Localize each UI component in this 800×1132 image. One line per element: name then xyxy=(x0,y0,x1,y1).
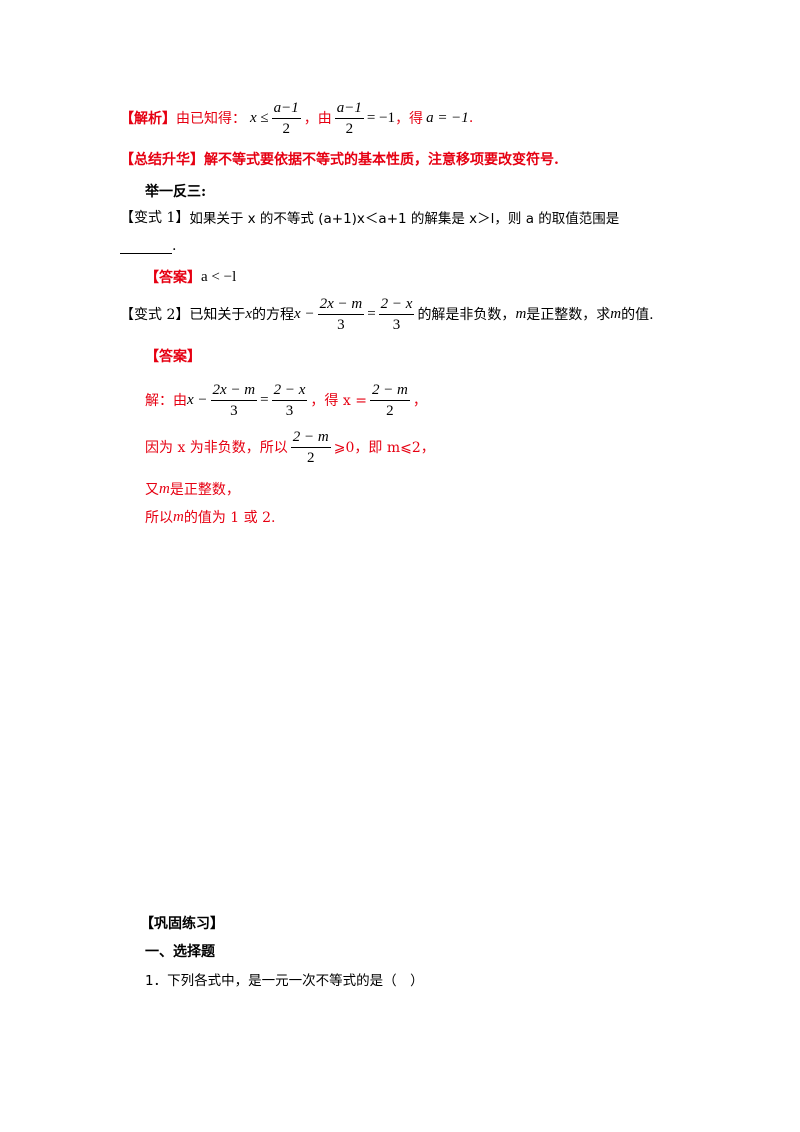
analysis-label: 【解析】 xyxy=(120,111,176,127)
analysis-text-3: ，得 xyxy=(395,111,424,127)
answer-1-line: 【答案】 a < −l xyxy=(145,266,236,288)
analysis-line: 【解析】 由已知得： x ≤ a−1 2 ，由 a−1 2 = −1 ，得 a … xyxy=(120,98,473,138)
solution-x-minus: x − xyxy=(187,391,208,408)
solution-fraction-c: 2 − m 2 xyxy=(369,381,410,420)
solution-fraction-c-numerator: 2 − m xyxy=(369,381,410,401)
solution-fraction-a: 2x − m 3 xyxy=(210,381,258,420)
analysis-fraction-1: a−1 2 xyxy=(271,99,301,138)
answer-2-label: 【答案】 xyxy=(145,349,201,365)
variant-2-text-2: 的方程 xyxy=(252,307,295,323)
answer-1-label: 【答案】 xyxy=(145,270,201,286)
solution-line-3-a: 又 xyxy=(145,482,159,498)
variant-1-label: 【变式 1】 xyxy=(120,210,190,226)
solution-end: ， xyxy=(412,393,427,409)
answer-2-solution-line-2: 因为 x 为非负数，所以 2 − m 2 ⩾0，即 m⩽2， xyxy=(145,426,435,468)
variant-2-var-m: m xyxy=(515,305,527,322)
variant-2-var-x: x xyxy=(245,305,253,322)
solution-fraction-a-denominator: 3 xyxy=(230,402,238,419)
solution-fraction-d-numerator: 2 − m xyxy=(290,428,331,448)
solution-fraction-b-numerator: 2 − x xyxy=(271,381,308,401)
analysis-fraction-2: a−1 2 xyxy=(334,99,364,138)
fraction-a-denominator: 3 xyxy=(337,316,345,333)
answer-2-label-line: 【答案】 xyxy=(145,345,201,367)
fraction-b-numerator: 2 − x xyxy=(378,295,415,315)
variant-2-text-4: 是正整数，求 xyxy=(526,307,611,323)
practice-section: 一、选择题 xyxy=(145,944,215,960)
variant-2-text-1: 已知关于 xyxy=(189,307,246,323)
variant-1-line: 【变式 1】 如果关于 x 的不等式 (a+1)x＜a+1 的解集是 x＞l，则… xyxy=(120,206,619,228)
fraction-1-denominator: 2 xyxy=(282,120,290,137)
solution-fraction-b-denominator: 3 xyxy=(285,402,294,419)
section-title: 举一反三: xyxy=(145,180,206,202)
solution-fraction-b: 2 − x 3 xyxy=(271,381,308,420)
analysis-end: . xyxy=(468,110,474,126)
solution-fraction-a-numerator: 2x − m xyxy=(210,381,258,401)
analysis-text-2: ，由 xyxy=(303,111,332,127)
practice-question-1-line: 1．下列各式中，是一元一次不等式的是（ ） xyxy=(145,968,424,990)
fraction-a-numerator: 2x − m xyxy=(317,295,365,315)
solution-line-4-b: 的值为 1 或 2. xyxy=(183,510,276,526)
analysis-text-1: 由已知得： xyxy=(176,111,246,127)
solution-line-4-m: m xyxy=(173,508,184,525)
fraction-2-numerator: a−1 xyxy=(334,99,364,119)
fraction-1-numerator: a−1 xyxy=(271,99,301,119)
solution-line-2-b: ⩾0，即 m⩽2， xyxy=(333,440,435,456)
solution-fraction-d-denominator: 2 xyxy=(307,449,315,466)
variant-2-label: 【变式 2】 xyxy=(120,307,190,323)
variant-2-text-3: 的解是非负数， xyxy=(417,307,516,323)
analysis-result: a = −1 xyxy=(426,109,469,126)
solution-fraction-d: 2 − m 2 xyxy=(290,428,331,467)
summary-label: 【总结升华】 xyxy=(120,152,204,168)
practice-title: 【巩固练习】 xyxy=(140,916,224,932)
fraction-2-denominator: 2 xyxy=(345,120,354,137)
analysis-eq-rhs: = −1 xyxy=(366,109,396,126)
solution-line-3-b: 是正整数， xyxy=(169,482,240,498)
variant-2-fraction-b: 2 − x 3 xyxy=(378,295,415,334)
solution-line-2-a: 因为 x 为非负数，所以 xyxy=(145,440,288,456)
variant-2-line: 【变式 2】 已知关于 x 的方程 x − 2x − m 3 = 2 − x 3… xyxy=(120,294,654,334)
summary-text: 解不等式要依据不等式的基本性质，注意移项要改变符号. xyxy=(204,152,559,168)
solution-equals: = xyxy=(260,391,269,408)
solution-mid: ，得 x = xyxy=(310,393,367,409)
summary-line: 【总结升华】 解不等式要依据不等式的基本性质，注意移项要改变符号. xyxy=(120,148,559,170)
variant-2-fraction-a: 2x − m 3 xyxy=(317,295,365,334)
fraction-b-denominator: 3 xyxy=(392,316,401,333)
answer-2-solution-line-4: 所以 m 的值为 1 或 2. xyxy=(145,506,275,528)
variant-1-answer-blank xyxy=(120,239,172,254)
solution-fraction-c-denominator: 2 xyxy=(386,402,394,419)
section-title-text: 举一反三: xyxy=(145,184,207,200)
variant-2-equals: = xyxy=(367,305,376,322)
answer-2-solution-line-3: 又 m 是正整数， xyxy=(145,478,240,500)
solution-prefix: 解：由 xyxy=(145,393,187,409)
variant-1-text: 如果关于 x 的不等式 (a+1)x＜a+1 的解集是 x＞l，则 a 的取值范… xyxy=(189,211,620,227)
variant-1-blank-line: . xyxy=(120,236,176,256)
practice-title-line: 【巩固练习】 xyxy=(140,912,224,934)
variant-1-end: . xyxy=(172,238,177,254)
variant-2-var-m-2: m xyxy=(610,305,622,322)
analysis-x-leq: x ≤ xyxy=(250,109,269,126)
practice-section-line: 一、选择题 xyxy=(145,940,215,962)
solution-line-3-m: m xyxy=(159,480,170,497)
variant-2-text-5: 的值. xyxy=(621,307,654,323)
answer-1-value: a < −l xyxy=(201,268,237,285)
solution-line-4-a: 所以 xyxy=(145,510,173,526)
variant-2-x-minus: x − xyxy=(294,305,315,322)
practice-question-1: 1．下列各式中，是一元一次不等式的是（ ） xyxy=(145,973,424,989)
answer-2-solution-line-1: 解：由 x − 2x − m 3 = 2 − x 3 ，得 x = 2 − m … xyxy=(145,380,427,420)
